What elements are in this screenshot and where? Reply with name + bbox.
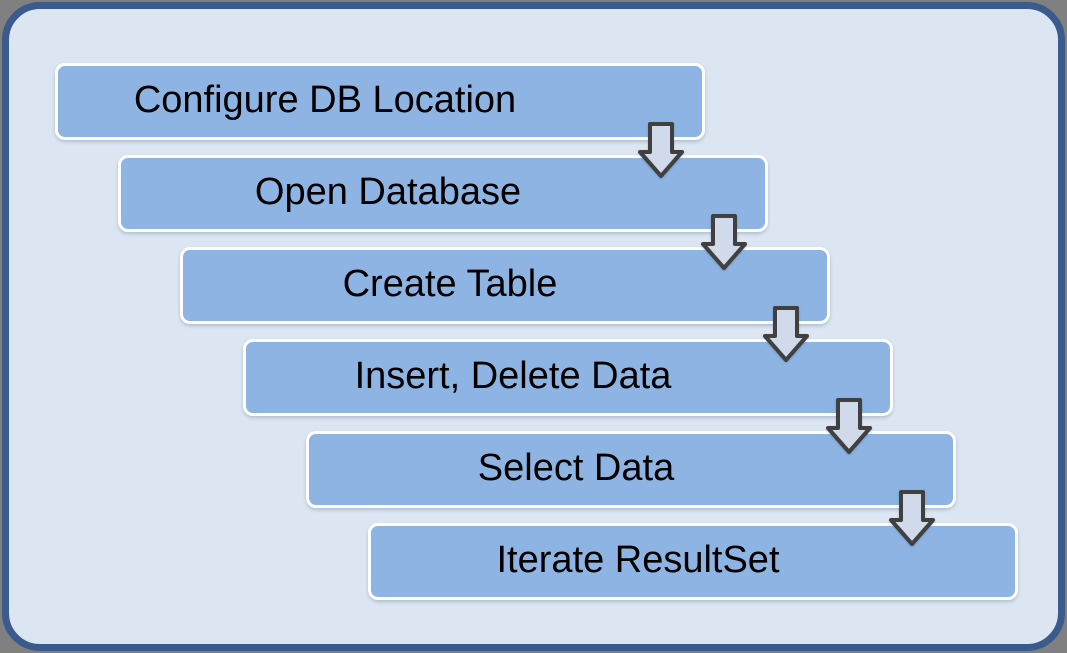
step-label: Open Database	[254, 170, 522, 213]
down-arrow-icon	[638, 122, 684, 178]
step-label: Select Data	[477, 446, 675, 489]
step-label: Iterate ResultSet	[496, 538, 780, 581]
step-label: Configure DB Location	[133, 78, 517, 121]
process-step-iterate-resultset: Iterate ResultSet	[368, 523, 1018, 600]
process-step-configure-db-location: Configure DB Location	[55, 63, 705, 140]
step-label: Insert, Delete Data	[354, 354, 672, 397]
step-label: Create Table	[342, 262, 558, 305]
down-arrow-icon	[889, 490, 935, 546]
down-arrow-icon	[826, 398, 872, 454]
down-arrow-icon	[763, 306, 809, 362]
down-arrow-icon	[701, 214, 747, 270]
